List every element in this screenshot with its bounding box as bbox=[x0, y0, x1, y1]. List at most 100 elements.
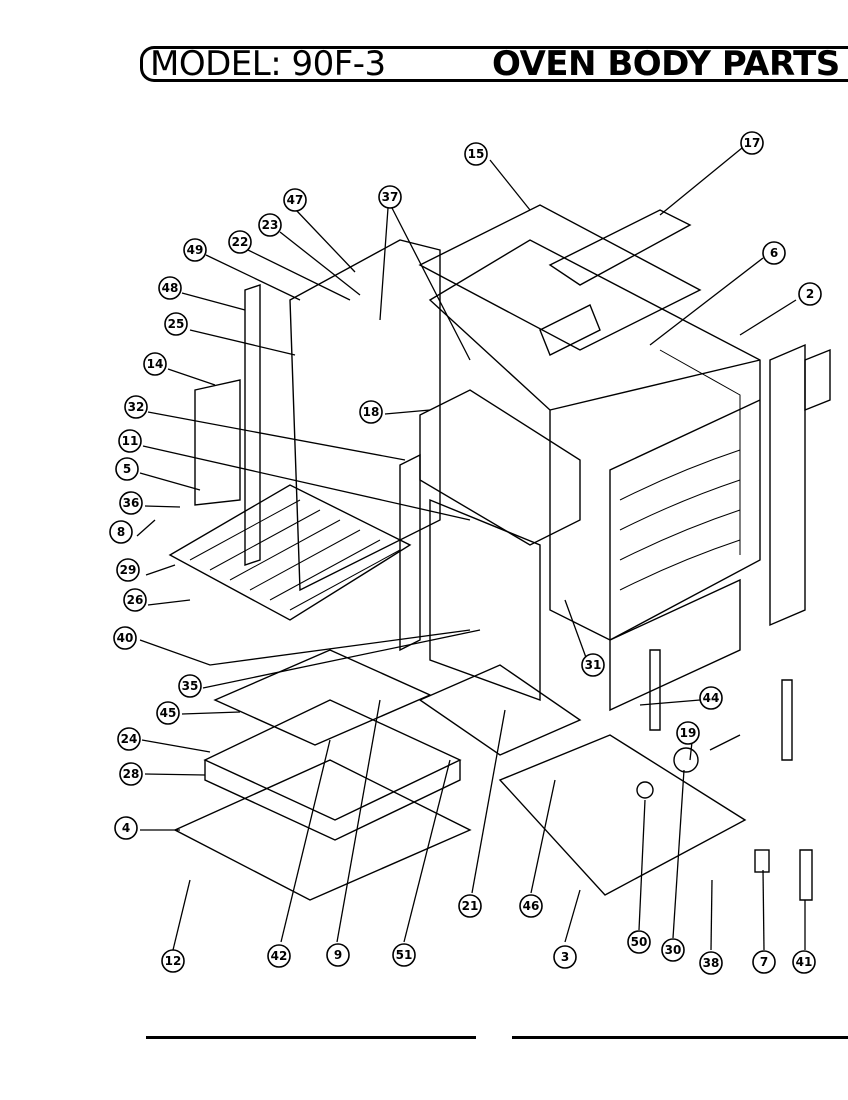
svg-text:5: 5 bbox=[123, 462, 131, 476]
door-hinge-parts bbox=[754, 679, 813, 901]
svg-text:8: 8 bbox=[117, 525, 125, 539]
svg-text:21: 21 bbox=[462, 899, 479, 913]
svg-text:45: 45 bbox=[160, 706, 177, 720]
callout-4: 4 bbox=[114, 816, 138, 840]
callout-21: 21 bbox=[458, 894, 482, 918]
oven-rack bbox=[168, 484, 412, 621]
svg-text:25: 25 bbox=[168, 317, 185, 331]
callout-28: 28 bbox=[119, 762, 143, 786]
svg-text:3: 3 bbox=[561, 950, 569, 964]
callout-44: 44 bbox=[699, 686, 723, 710]
svg-text:51: 51 bbox=[396, 948, 413, 962]
svg-text:9: 9 bbox=[334, 948, 342, 962]
header-frame bbox=[140, 46, 848, 82]
wiring-panel bbox=[609, 578, 741, 731]
svg-text:23: 23 bbox=[262, 218, 279, 232]
svg-text:41: 41 bbox=[796, 955, 813, 969]
bottom-panel bbox=[173, 759, 472, 901]
callout-32: 32 bbox=[124, 395, 148, 419]
callout-29: 29 bbox=[116, 558, 140, 582]
callout-8: 8 bbox=[109, 520, 133, 544]
callout-22: 22 bbox=[228, 230, 252, 254]
callout-3: 3 bbox=[553, 945, 577, 969]
svg-text:50: 50 bbox=[631, 935, 648, 949]
svg-text:35: 35 bbox=[182, 679, 199, 693]
svg-text:36: 36 bbox=[123, 496, 140, 510]
callout-14: 14 bbox=[143, 352, 167, 376]
callout-49: 49 bbox=[183, 238, 207, 262]
svg-text:26: 26 bbox=[127, 593, 144, 607]
callout-51: 51 bbox=[392, 943, 416, 967]
top-panel bbox=[418, 204, 702, 356]
svg-text:28: 28 bbox=[123, 767, 140, 781]
svg-text:12: 12 bbox=[165, 954, 182, 968]
callout-15: 15 bbox=[464, 142, 488, 166]
callout-11: 11 bbox=[118, 429, 142, 453]
callout-9: 9 bbox=[326, 943, 350, 967]
svg-text:42: 42 bbox=[271, 949, 288, 963]
svg-text:7: 7 bbox=[760, 955, 768, 969]
callout-19: 19 bbox=[676, 721, 700, 745]
callout-35: 35 bbox=[178, 674, 202, 698]
callout-12: 12 bbox=[161, 949, 185, 973]
svg-text:6: 6 bbox=[770, 246, 778, 260]
svg-text:11: 11 bbox=[122, 434, 139, 448]
svg-text:49: 49 bbox=[187, 243, 204, 257]
door-frame bbox=[399, 389, 581, 701]
rear-panel bbox=[194, 239, 441, 592]
svg-text:48: 48 bbox=[162, 281, 179, 295]
base-plate bbox=[418, 664, 747, 896]
svg-text:24: 24 bbox=[121, 732, 138, 746]
svg-text:47: 47 bbox=[287, 193, 304, 207]
callout-23: 23 bbox=[258, 213, 282, 237]
callout-40: 40 bbox=[113, 626, 137, 650]
callout-47: 47 bbox=[283, 188, 307, 212]
callout-31: 31 bbox=[581, 653, 605, 677]
callout-2: 2 bbox=[798, 282, 822, 306]
callout-25: 25 bbox=[164, 312, 188, 336]
svg-text:18: 18 bbox=[363, 405, 380, 419]
model-label: MODEL: 90F-3 bbox=[150, 44, 386, 84]
callout-50: 50 bbox=[627, 930, 651, 954]
callout-7: 7 bbox=[752, 950, 776, 974]
svg-text:37: 37 bbox=[382, 190, 399, 204]
callout-37: 37 bbox=[378, 185, 402, 209]
svg-text:38: 38 bbox=[703, 956, 720, 970]
callout-5: 5 bbox=[115, 457, 139, 481]
svg-text:46: 46 bbox=[523, 899, 540, 913]
leader-lines bbox=[136, 147, 806, 951]
callout-26: 26 bbox=[123, 588, 147, 612]
svg-text:17: 17 bbox=[744, 136, 761, 150]
broiler-pan bbox=[203, 649, 462, 841]
callout-18: 18 bbox=[359, 400, 383, 424]
callout-30: 30 bbox=[661, 938, 685, 962]
callout-45: 45 bbox=[156, 701, 180, 725]
footer-rule-left bbox=[146, 1036, 476, 1039]
callout-41: 41 bbox=[792, 950, 816, 974]
svg-text:19: 19 bbox=[680, 726, 697, 740]
callout-36: 36 bbox=[119, 491, 143, 515]
svg-text:44: 44 bbox=[703, 691, 720, 705]
footer-rule-right bbox=[512, 1036, 848, 1039]
svg-text:29: 29 bbox=[120, 563, 137, 577]
svg-text:22: 22 bbox=[232, 235, 249, 249]
callout-42: 42 bbox=[267, 944, 291, 968]
svg-text:15: 15 bbox=[468, 147, 485, 161]
svg-text:32: 32 bbox=[128, 400, 145, 414]
svg-text:30: 30 bbox=[665, 943, 682, 957]
section-title: OVEN BODY PARTS bbox=[492, 44, 840, 84]
oven-body-outline bbox=[428, 239, 761, 641]
svg-text:31: 31 bbox=[585, 658, 602, 672]
callout-24: 24 bbox=[117, 727, 141, 751]
svg-text:2: 2 bbox=[806, 287, 814, 301]
svg-text:40: 40 bbox=[117, 631, 134, 645]
gas-valve-parts bbox=[636, 734, 741, 799]
callout-17: 17 bbox=[740, 131, 764, 155]
callout-46: 46 bbox=[519, 894, 543, 918]
callout-6: 6 bbox=[762, 241, 786, 265]
callout-38: 38 bbox=[699, 951, 723, 975]
svg-text:14: 14 bbox=[147, 357, 164, 371]
svg-text:4: 4 bbox=[122, 821, 130, 835]
callout-48: 48 bbox=[158, 276, 182, 300]
